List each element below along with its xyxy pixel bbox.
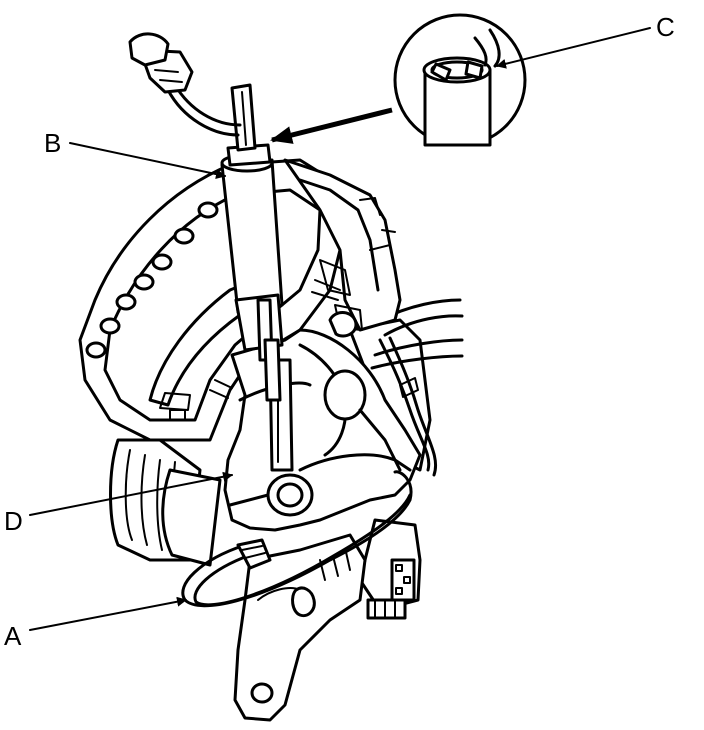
side-cable (378, 336, 438, 477)
shift-shaft (220, 83, 284, 402)
leader-line-c (496, 27, 651, 69)
base-bracket (233, 533, 367, 722)
leader-line-a (29, 596, 187, 631)
detail-pointer-arrow (270, 107, 393, 144)
leader-lines (29, 27, 651, 631)
leader-line-b (69, 142, 226, 180)
callout-label-b: B (44, 128, 62, 158)
gate-frame (283, 158, 402, 338)
callout-label-d: D (4, 506, 23, 536)
leader-line-d (29, 471, 233, 516)
top-connector-harness (128, 32, 242, 137)
indicator-panel (78, 158, 347, 442)
wire-loop (181, 470, 413, 608)
callout-label-c: C (656, 12, 675, 42)
lower-housing (109, 298, 464, 620)
callout-label-a: A (4, 621, 22, 651)
detail-inset (393, 13, 527, 147)
